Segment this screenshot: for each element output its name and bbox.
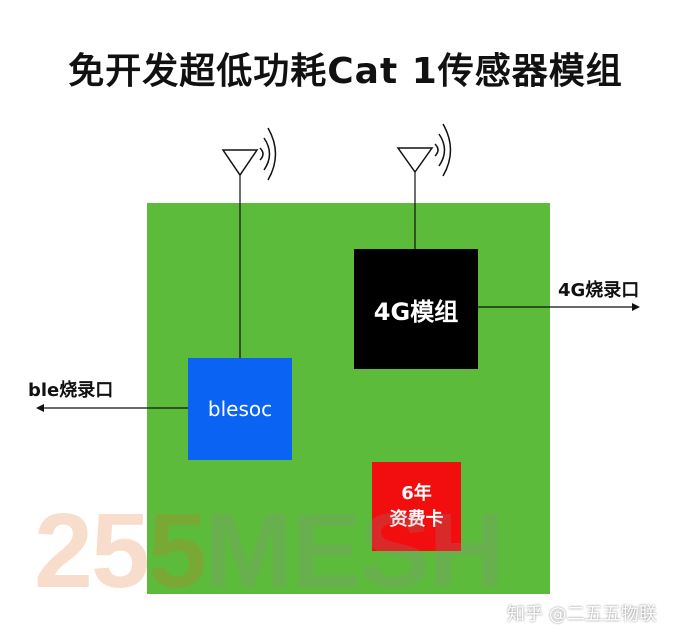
- port-4g-label: 4G烧录口: [558, 280, 640, 301]
- watermark-part-b: MESH: [204, 492, 505, 610]
- watermark-part-a: 255: [34, 492, 207, 610]
- diagram-title: 免开发超低功耗Cat 1传感器模组: [68, 51, 623, 92]
- sim-label-line1: 6年: [401, 482, 432, 504]
- ble-soc-block: blesoc: [188, 358, 292, 460]
- sim-card-block: 6年 资费卡: [372, 462, 461, 551]
- watermark-logo: 255MESH: [34, 498, 505, 604]
- sim-label-line2: 资费卡: [389, 508, 444, 530]
- module-4g-block: 4G模组: [354, 249, 478, 369]
- antenna-icon-4g: [396, 123, 452, 249]
- arrow-ble-port: [36, 404, 188, 412]
- arrow-4g-port: [478, 303, 640, 311]
- port-ble-label: ble烧录口: [28, 380, 114, 401]
- source-credit: 知乎 @二五五物联: [507, 604, 657, 625]
- ble-soc-label: blesoc: [207, 397, 273, 421]
- antenna-icon-ble: [221, 127, 277, 358]
- module-4g-label: 4G模组: [373, 297, 459, 326]
